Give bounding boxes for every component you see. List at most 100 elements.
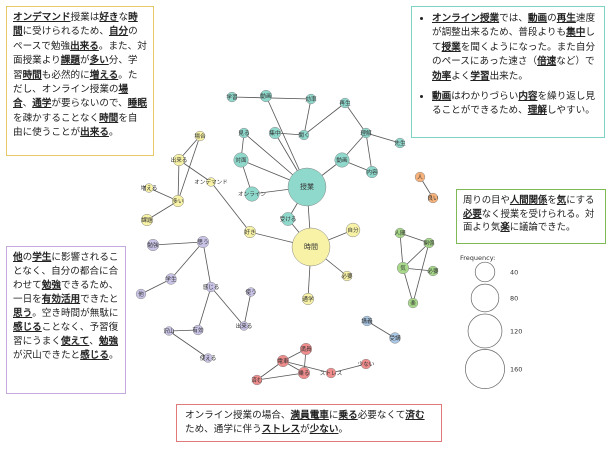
node-circle (297, 366, 311, 380)
node-label: 見る (238, 130, 249, 137)
node-label: 済む (251, 376, 263, 384)
edge-omou-gakusei (170, 241, 204, 280)
node-label: 時間 (304, 243, 318, 251)
plain-text: など）で (556, 56, 595, 68)
node-kotei: 見る (238, 127, 250, 139)
legend-circle (465, 349, 505, 389)
annotation-text: 他の学生に影響されることなく、自分の都合に合わせて勉強できるため、一日を有効活用… (13, 252, 119, 361)
keyword-text: 多い (89, 55, 109, 67)
plain-text: 。ただし、オンライン授業の (13, 69, 138, 96)
node-kiku: 聞く (298, 129, 310, 141)
node-kadai: 課題 (140, 213, 154, 227)
node-jikan: 時間 (291, 227, 331, 267)
plain-text: を繰り返し見ることができるため、 (432, 91, 596, 117)
keyword-text: 好き (99, 12, 119, 23)
node-circle (239, 321, 249, 331)
keyword-text: 倍速 (537, 56, 557, 68)
legend-circle (470, 283, 500, 313)
edge-rikai-naiyo (365, 132, 373, 173)
node-circle (287, 167, 327, 207)
plain-text: を自由に使うことが (13, 112, 138, 139)
node-label: 出来る (236, 322, 253, 330)
node-circle (407, 297, 419, 309)
annotation-text: 周りの目や人間関係を気にする必要なく授業を受けられる。対面より気楽に議論できた。 (463, 195, 594, 233)
node-takusan: 沢山 (163, 326, 175, 336)
annotation-text: オンライン授業の場合、満員電車に乗る必要なくて済むため、通学に伴うストレスが少な… (185, 410, 425, 435)
keyword-text: 時間 (13, 12, 138, 38)
keyword-text: 少ない (309, 424, 339, 436)
node-circle (298, 129, 310, 141)
plain-text: が要らないので、 (51, 98, 128, 110)
node-kankei: 関係 (423, 237, 435, 249)
node-label: 動画 (260, 92, 272, 100)
plain-text: の (547, 13, 557, 24)
plain-text: 。また、対面授業より (13, 40, 147, 67)
node-label: 動画 (336, 156, 348, 164)
keyword-text: 人間関係 (509, 195, 548, 206)
node-circle (427, 192, 439, 204)
node-label: 効率 (305, 95, 317, 103)
node-kougi: 講義 (361, 315, 373, 327)
plain-text: が (300, 424, 310, 436)
keyword-text: 自分 (108, 26, 129, 38)
node-circle (299, 342, 313, 356)
plain-text: できるため、一日を (13, 280, 119, 305)
plain-text: なく授業を受けられる。対面より気 (463, 208, 595, 234)
node-label: 必要 (427, 267, 439, 275)
node-circle (172, 153, 186, 167)
node-circle (251, 374, 263, 386)
node-label: 勉強 (147, 241, 159, 249)
node-label: 使える (200, 354, 217, 362)
keyword-text: 勉強 (41, 280, 61, 291)
node-label: 出来る (171, 156, 188, 164)
legend-title: Frequency: (460, 254, 495, 262)
annotation-list: オンライン授業では、動画の再生速度が調整出来るため、普段よりも集中して授業を聞く… (420, 12, 596, 119)
plain-text: に影響されることなく、自分の都合に合わせて (13, 252, 119, 291)
plain-text: にする (566, 195, 595, 206)
keyword-text: 時間 (22, 69, 42, 81)
node-circle (192, 324, 204, 336)
node-label: 学習 (226, 93, 237, 101)
node-label: 乗る (298, 370, 309, 377)
node-circle (165, 273, 177, 285)
node-label: オンデマンド (194, 178, 228, 186)
node-circle (146, 238, 160, 252)
edge-kouritsu-kiku (303, 98, 312, 136)
plain-text: に (328, 410, 339, 421)
node-label: 多い (172, 197, 184, 205)
legend-circle (474, 261, 496, 283)
keyword-text: 場合 (13, 84, 129, 110)
node-ukeru: 受ける (280, 212, 297, 226)
node-circle (196, 235, 210, 249)
plain-text: オンライン授業の場合、 (185, 410, 291, 421)
node-label: 使う (245, 288, 256, 296)
node-baai: 場合 (194, 130, 206, 142)
node-sukina: 好き (243, 225, 257, 239)
edge-kanjiru-yuko (197, 286, 212, 331)
node-label: 良い (427, 194, 439, 202)
node-ki: 気 (396, 261, 410, 275)
node-circle (244, 186, 260, 202)
node-dokuga: 動画 (334, 152, 350, 168)
node-label: 感じる (203, 283, 220, 291)
annotation-box-commute: オンライン授業の場合、満員電車に乗る必要なくて済むため、通学に伴うストレスが少な… (176, 404, 442, 442)
node-dekiru: 出来る (171, 153, 188, 167)
node-circle (206, 177, 216, 187)
node-ooi: 多い (171, 194, 185, 208)
node-label: 受ける (280, 215, 297, 223)
keyword-text: 授業 (441, 41, 461, 53)
node-circle (259, 89, 273, 103)
node-circle (414, 171, 426, 183)
annotation-item-repeat: 動画はわかりづらい内容を繰り返し見ることができるため、理解しやすい。 (432, 90, 596, 119)
node-label: 気 (400, 264, 406, 272)
node-label: 人間 (394, 230, 406, 237)
plain-text: も必然的に (41, 69, 90, 81)
keyword-text: 内容 (518, 91, 538, 103)
node-circle (194, 130, 206, 142)
node-label: 満員 (300, 346, 312, 353)
plain-text: の ペースで勉強 (13, 26, 138, 52)
legend-circle (467, 313, 503, 349)
edge-tsukau-dekiru2 (243, 291, 252, 327)
node-circle (171, 194, 185, 208)
legend-label: 120 (510, 328, 522, 336)
